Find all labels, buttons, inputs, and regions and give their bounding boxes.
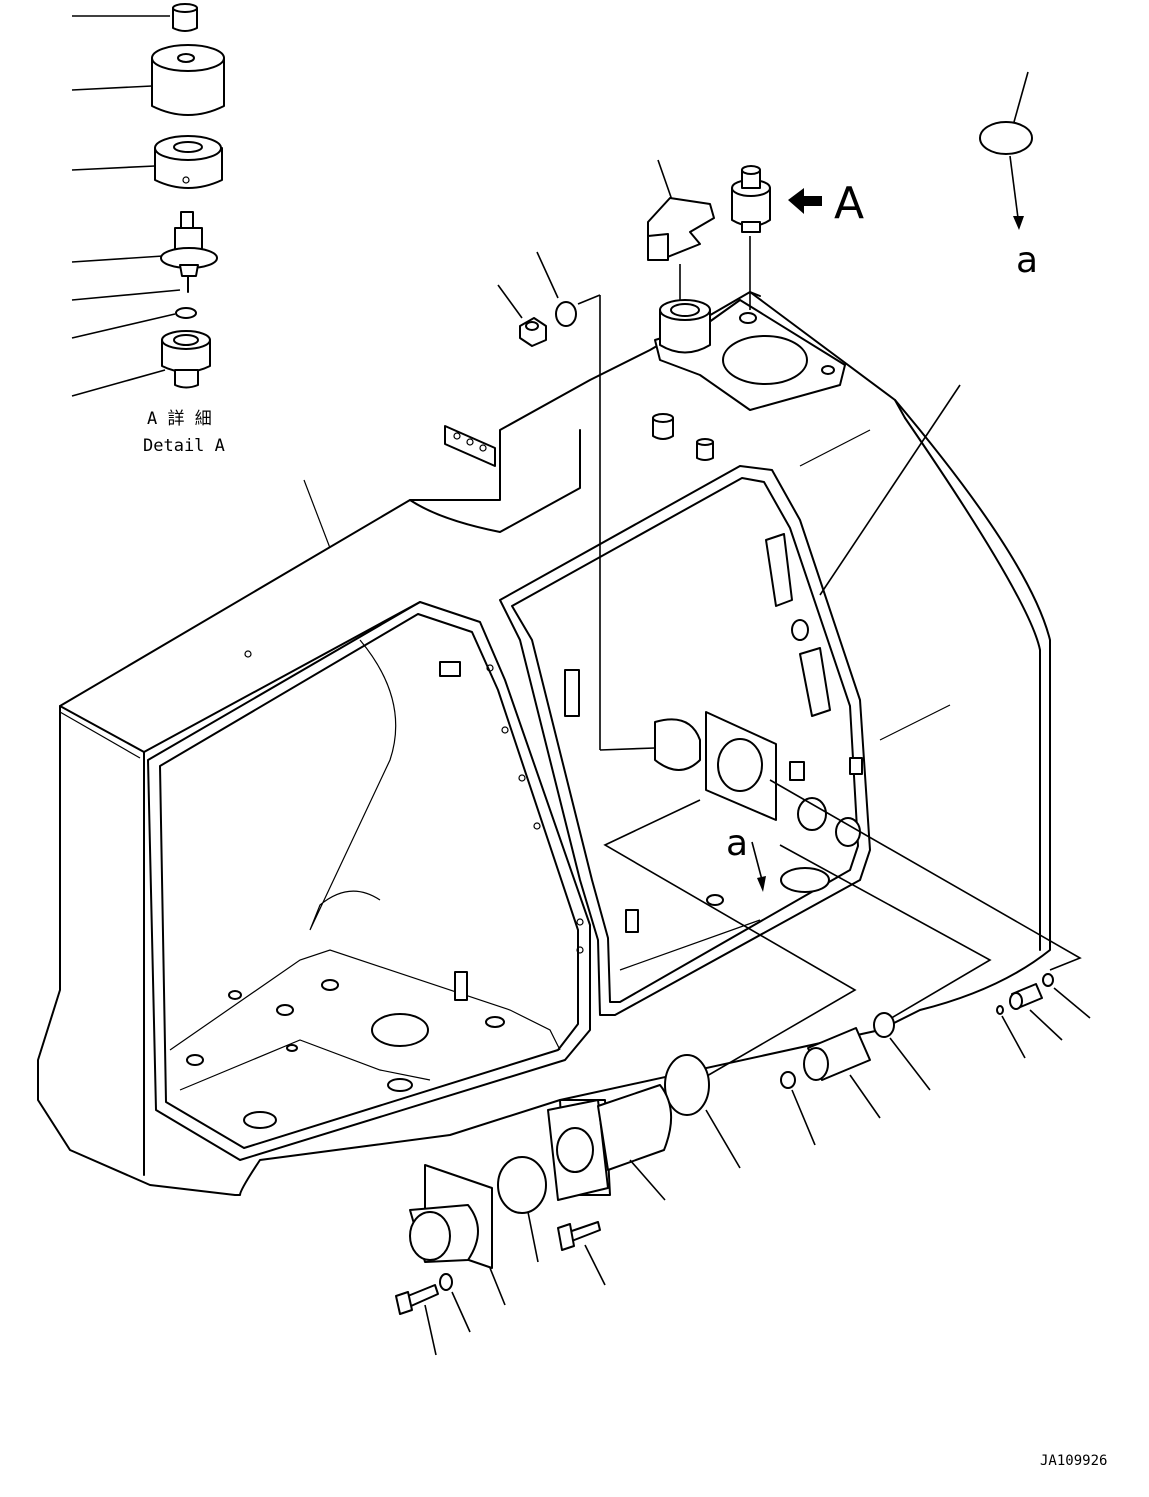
- detail-a-parts: A 詳 細 Detail A: [71, 3, 225, 456]
- detail-label-en: Detail A: [143, 436, 225, 456]
- view-label-a: A: [834, 178, 864, 229]
- direction-label-mid: a: [726, 823, 748, 864]
- fuel-tank-body: [37, 291, 1051, 1196]
- direction-label-top: a: [1016, 240, 1038, 281]
- detail-label-jp: A 詳 細: [147, 409, 212, 429]
- lower-exploded-parts: [395, 779, 1091, 1356]
- direction-marker-mid: a: [726, 823, 766, 892]
- filler-parts: A a: [497, 71, 1038, 751]
- drawing-code: JA109926: [1040, 1453, 1107, 1469]
